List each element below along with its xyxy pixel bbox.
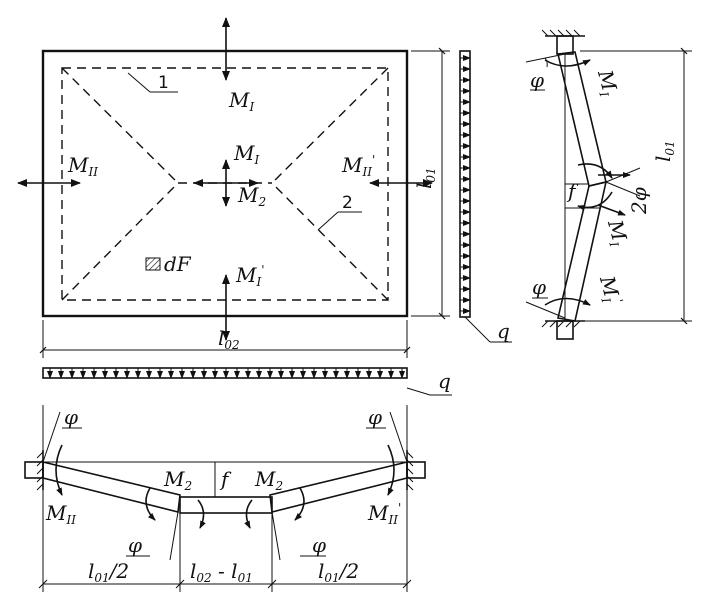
support-top-block — [556, 35, 574, 55]
side-section: φ φ f 2φ MI MI MI' l01 — [525, 29, 692, 340]
moment-label-left: MII — [67, 153, 98, 179]
phi-ray-hinge-left — [169, 511, 179, 561]
dim-l02-minus-l01: l02 - l01 — [190, 559, 253, 585]
beam-lower-segment — [557, 180, 608, 322]
q-leader-side — [464, 316, 491, 343]
phi-label-bottom-left: φ — [64, 405, 78, 429]
dim-side-l01-label: l01 — [651, 140, 677, 162]
moment-label-hinge-right: M2 — [254, 467, 283, 493]
support-bottom-block — [556, 320, 574, 340]
moment-arc-bottom — [544, 297, 591, 306]
phi-arc-top — [544, 57, 548, 68]
moment-label-m2: M2 — [237, 183, 266, 209]
line-2-label: 2 — [342, 193, 353, 213]
phi-ray-left — [42, 411, 61, 463]
moment-label-side-top: MI — [591, 66, 623, 98]
side-load-q: q — [459, 50, 512, 343]
moment-label-side-bottom: MI' — [593, 272, 626, 307]
phi-label-hinge-left: φ — [128, 533, 142, 557]
moment-arc-top — [544, 59, 591, 67]
phi-ray-hinge-right — [271, 511, 281, 561]
moment-arc-hinge-right2 — [294, 487, 305, 521]
two-phi-ray — [605, 167, 641, 183]
dim-half-l01-right: l01/2 — [318, 559, 359, 585]
slab-center-segment — [179, 496, 273, 514]
moment-arc-hinge-right — [244, 499, 253, 529]
line-1-label: 1 — [158, 73, 169, 93]
bottom-section: f φ φ MII MII' M2 M2 φ φ — [24, 405, 426, 592]
support-left-hatching — [36, 451, 44, 491]
support-line-dashed — [61, 67, 389, 301]
deflection-label-bottom: f — [219, 467, 232, 491]
leader-2 — [317, 211, 339, 231]
dF-label: dF — [164, 252, 192, 276]
moment-label-right-end: MII' — [367, 501, 401, 527]
q-label-side: q — [497, 319, 510, 343]
phi-label-hinge-right: φ — [312, 533, 326, 557]
moment-arc-mid-upper — [577, 163, 613, 179]
two-phi-label: 2φ — [627, 187, 651, 215]
yield-line — [271, 182, 389, 301]
moment-arc-hinge-left — [145, 487, 156, 521]
support-top-hatching — [541, 29, 581, 37]
q-leader-bottom — [406, 387, 431, 396]
dim-l02-label: l02 — [218, 326, 240, 352]
q-label-bottom: q — [438, 369, 451, 393]
moment-arc-right-end — [387, 444, 395, 496]
leader-1 — [127, 72, 151, 93]
moment-label-side-mid: MI — [601, 216, 633, 248]
moment-label-hinge-left: M2 — [163, 467, 192, 493]
moment-label-left-end: MII — [45, 501, 76, 527]
support-bottom-hatching — [541, 320, 581, 328]
phi-label-bottom-right: φ — [368, 405, 382, 429]
yield-line — [61, 67, 179, 184]
bottom-load-q: q — [42, 367, 452, 396]
phi-label-side-top: φ — [530, 68, 544, 92]
moment-label-bottom: MI' — [235, 263, 265, 289]
phi-ray-right — [389, 411, 408, 463]
phi-label-side-bottom: φ — [532, 275, 546, 299]
dim-l01-label: l01 — [412, 167, 438, 189]
moment-arc-mid-lower — [577, 191, 613, 211]
load-band-horizontal — [42, 367, 408, 379]
support-right-hatching — [406, 451, 414, 491]
moment-arc-hinge-left2 — [197, 499, 206, 529]
moment-label-center: MI — [233, 141, 259, 167]
yield-line — [271, 67, 389, 184]
deflection-label-side: f — [566, 179, 579, 203]
plan-view: 1 2 MI MI' MII MII' MI M2 dF — [17, 17, 450, 358]
moment-arrow-hinge-low — [597, 204, 626, 216]
dim-half-l01-left: l01/2 — [88, 559, 129, 585]
dim-bottom-ticks — [38, 579, 412, 589]
moment-label-right: MII' — [341, 153, 375, 179]
phi-ray-bottom — [525, 301, 566, 319]
yield-line — [61, 182, 179, 301]
two-phi-ray2 — [605, 181, 641, 197]
moment-label-top: MI — [228, 88, 254, 114]
moment-arc-left-end — [55, 444, 63, 496]
area-element-dF — [145, 257, 161, 271]
